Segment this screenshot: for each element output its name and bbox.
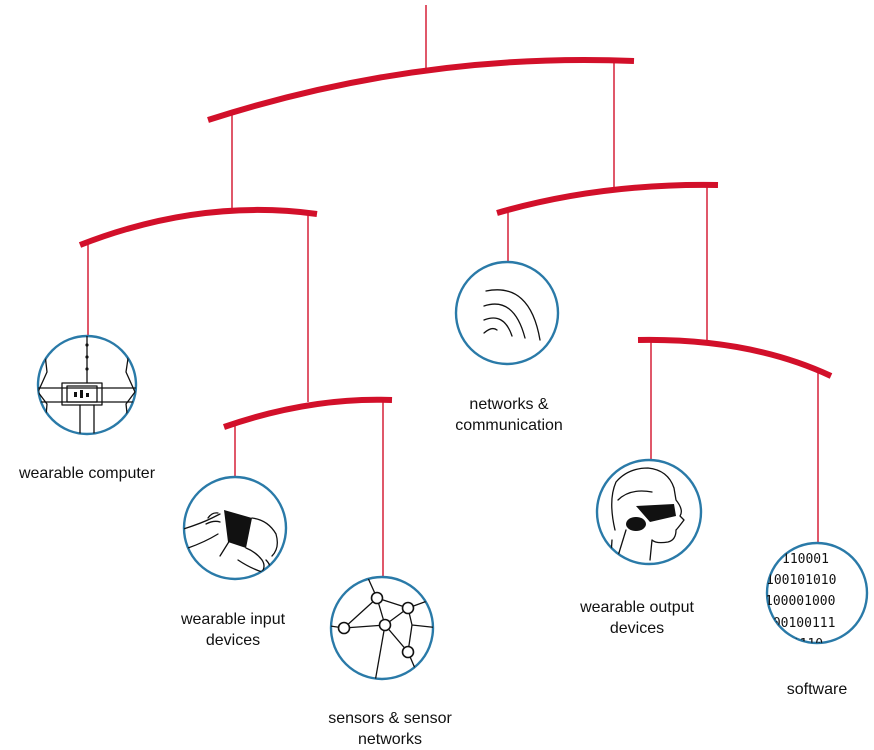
left-bar xyxy=(78,206,318,248)
label-line: wearable computer xyxy=(18,465,156,482)
sensor-network-icon xyxy=(329,575,435,681)
label-line: software xyxy=(786,681,848,698)
sub-left-bar xyxy=(223,396,393,430)
label-line: networks & xyxy=(469,396,549,413)
binary-row-5: 11110 xyxy=(784,637,823,652)
label-line: communication xyxy=(455,417,563,434)
right-bar xyxy=(496,181,719,216)
label-sensors-networks: sensors & sensor networks xyxy=(328,708,452,750)
label-line: networks xyxy=(357,731,423,748)
radio-waves-icon xyxy=(454,260,560,366)
wrist-keyboard-icon xyxy=(182,475,288,581)
label-wearable-output-devices: wearable output devices xyxy=(580,597,694,639)
mobile-bars xyxy=(78,56,833,430)
label-line: devices xyxy=(205,632,261,649)
sub-right-bar xyxy=(637,336,833,379)
belt-computer-icon xyxy=(36,334,138,436)
binary-row-2: 100101010 xyxy=(766,573,836,588)
label-wearable-computer: wearable computer xyxy=(19,463,155,484)
top-bar xyxy=(207,56,635,123)
mobile-strings xyxy=(87,5,819,577)
binary-code-icon: 110001 100101010 100001000 000100111 111… xyxy=(765,541,869,652)
binary-row-4: 000100111 xyxy=(765,616,835,631)
label-wearable-input-devices: wearable input devices xyxy=(181,609,285,651)
label-line: wearable input xyxy=(180,611,286,628)
label-line: wearable output xyxy=(580,599,694,616)
label-software: software xyxy=(787,679,847,700)
head-mounted-display-icon xyxy=(595,458,703,566)
label-line: sensors & sensor xyxy=(328,710,452,727)
binary-row-3: 100001000 xyxy=(765,594,835,609)
label-networks-communication: networks & communication xyxy=(455,394,563,436)
label-line: devices xyxy=(609,620,665,637)
binary-row-1: 110001 xyxy=(782,552,829,567)
